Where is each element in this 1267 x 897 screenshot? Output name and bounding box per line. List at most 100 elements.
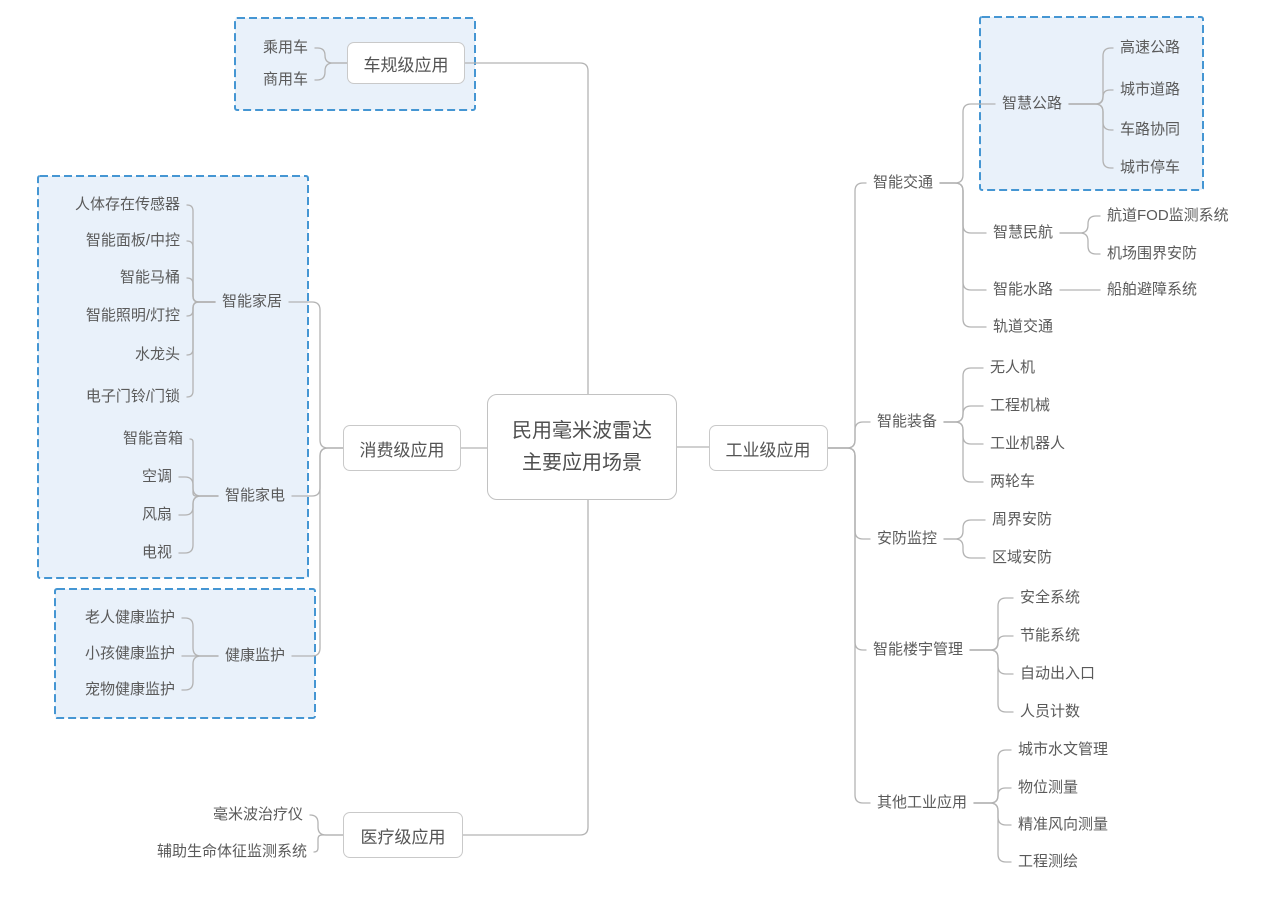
connector-line — [943, 421, 984, 483]
node-other-industrial[interactable]: 其他工业应用 — [877, 794, 968, 811]
connector-line — [288, 301, 344, 449]
node-health-monitoring[interactable]: 健康监护 — [225, 647, 286, 664]
connector-line — [1068, 103, 1114, 169]
node-smart-highway[interactable]: 智慧公路 — [1002, 95, 1063, 112]
node-smart-speaker[interactable]: 智能音箱 — [122, 430, 183, 447]
node-fan[interactable]: 风扇 — [141, 506, 172, 523]
node-airport-perimeter[interactable]: 机场围界安防 — [1107, 245, 1198, 262]
node-engineering-survey[interactable]: 工程测绘 — [1018, 853, 1079, 870]
node-elderly-health[interactable]: 老人健康监护 — [84, 609, 175, 626]
connector-line — [313, 834, 344, 853]
connector-line — [827, 421, 871, 449]
connector-line — [186, 301, 216, 317]
node-medical-grade[interactable]: 医疗级应用 — [343, 812, 463, 858]
node-auto-grade[interactable]: 车规级应用 — [347, 42, 465, 84]
node-urban-road[interactable]: 城市道路 — [1120, 81, 1181, 98]
node-smart-panel[interactable]: 智能面板/中控 — [85, 232, 180, 249]
connector-line — [827, 447, 871, 540]
connector-line — [178, 495, 219, 554]
node-smart-equipment[interactable]: 智能装备 — [877, 413, 938, 430]
connector-line — [943, 519, 986, 540]
connector-line — [943, 367, 984, 423]
node-smart-appliance[interactable]: 智能家电 — [225, 487, 286, 504]
connector-line — [939, 103, 996, 184]
node-commercial-car[interactable]: 商用车 — [262, 71, 308, 88]
node-tv[interactable]: 电视 — [141, 544, 172, 561]
node-air-conditioner[interactable]: 空调 — [141, 468, 172, 485]
connector-line — [186, 301, 216, 398]
node-people-counting[interactable]: 人员计数 — [1020, 703, 1081, 720]
node-security-monitoring[interactable]: 安防监控 — [877, 530, 938, 547]
connector-line — [291, 447, 344, 657]
connector-line — [1068, 47, 1114, 105]
node-urban-parking[interactable]: 城市停车 — [1120, 159, 1181, 176]
node-runway-fod[interactable]: 航道FOD监测系统 — [1107, 207, 1229, 224]
connector-line — [973, 749, 1012, 804]
connector-line — [464, 62, 589, 395]
connector-line — [189, 438, 219, 497]
connector-line — [186, 204, 216, 303]
node-doorbell-lock[interactable]: 电子门铃/门锁 — [85, 388, 180, 405]
center-title-line: 民用毫米波雷达 — [512, 420, 652, 442]
connector-line — [969, 597, 1014, 651]
connector-line — [309, 814, 344, 836]
node-vehicle-road-coop[interactable]: 车路协同 — [1120, 121, 1181, 138]
connector-line — [973, 787, 1012, 804]
node-smart-waterway[interactable]: 智能水路 — [993, 281, 1054, 298]
node-smart-home[interactable]: 智能家居 — [222, 293, 283, 310]
connector-line — [186, 240, 216, 303]
connector-line — [181, 655, 219, 691]
node-building-management[interactable]: 智能楼宇管理 — [873, 641, 964, 658]
node-passenger-car[interactable]: 乘用车 — [262, 39, 308, 56]
connector-line — [178, 495, 219, 516]
connector-line — [943, 405, 984, 423]
connector-line — [939, 182, 987, 291]
node-urban-hydrology[interactable]: 城市水文管理 — [1018, 741, 1109, 758]
connector-line — [973, 802, 1012, 826]
connector-line — [181, 617, 219, 657]
node-consumer-grade[interactable]: 消费级应用 — [343, 425, 461, 471]
node-vital-signs[interactable]: 辅助生命体征监测系统 — [156, 843, 307, 860]
node-wind-measurement[interactable]: 精准风向测量 — [1018, 816, 1109, 833]
node-mmwave-therapy[interactable]: 毫米波治疗仪 — [212, 806, 303, 823]
center-title-line: 主要应用场景 — [522, 452, 642, 474]
node-child-health[interactable]: 小孩健康监护 — [84, 645, 175, 662]
connector-line — [1059, 215, 1101, 234]
connector-line — [827, 182, 867, 449]
node-industrial-grade[interactable]: 工业级应用 — [708, 425, 828, 471]
connector-line — [827, 447, 867, 651]
node-presence-sensor[interactable]: 人体存在传感器 — [74, 196, 180, 213]
connector-line — [186, 277, 216, 303]
node-rail-transit[interactable]: 轨道交通 — [993, 318, 1054, 335]
node-safety-system[interactable]: 安全系统 — [1020, 589, 1081, 606]
node-energy-saving[interactable]: 节能系统 — [1020, 627, 1081, 644]
node-perimeter-security[interactable]: 周界安防 — [992, 511, 1053, 528]
node-expressway[interactable]: 高速公路 — [1120, 39, 1181, 56]
connector-line — [943, 421, 984, 445]
node-ship-avoidance[interactable]: 船舶避障系统 — [1107, 281, 1198, 298]
connector-line — [827, 447, 871, 804]
node-center[interactable]: 民用毫米波雷达主要应用场景 — [487, 394, 677, 500]
connector-line — [1068, 103, 1114, 131]
node-smart-lighting[interactable]: 智能照明/灯控 — [85, 307, 180, 324]
node-smart-toilet[interactable]: 智能马桶 — [119, 269, 180, 286]
connector-line — [969, 649, 1014, 675]
node-pet-health[interactable]: 宠物健康监护 — [84, 681, 175, 698]
node-faucet[interactable]: 水龙头 — [134, 346, 180, 363]
node-level-measurement[interactable]: 物位测量 — [1018, 779, 1079, 796]
connector-line — [186, 301, 216, 356]
node-drone[interactable]: 无人机 — [990, 359, 1036, 376]
node-area-security[interactable]: 区域安防 — [992, 549, 1053, 566]
connector-line — [969, 649, 1014, 713]
connector-line — [969, 635, 1014, 651]
node-two-wheeler[interactable]: 两轮车 — [990, 473, 1036, 490]
connector-line — [1068, 89, 1114, 105]
node-construction-machinery[interactable]: 工程机械 — [990, 397, 1051, 414]
node-auto-entrance[interactable]: 自动出入口 — [1020, 665, 1096, 682]
node-civil-aviation[interactable]: 智慧民航 — [993, 224, 1054, 241]
connector-line — [1059, 232, 1101, 255]
node-smart-transport[interactable]: 智能交通 — [873, 174, 934, 191]
node-industrial-robot[interactable]: 工业机器人 — [990, 435, 1066, 452]
connector-line — [314, 62, 348, 81]
